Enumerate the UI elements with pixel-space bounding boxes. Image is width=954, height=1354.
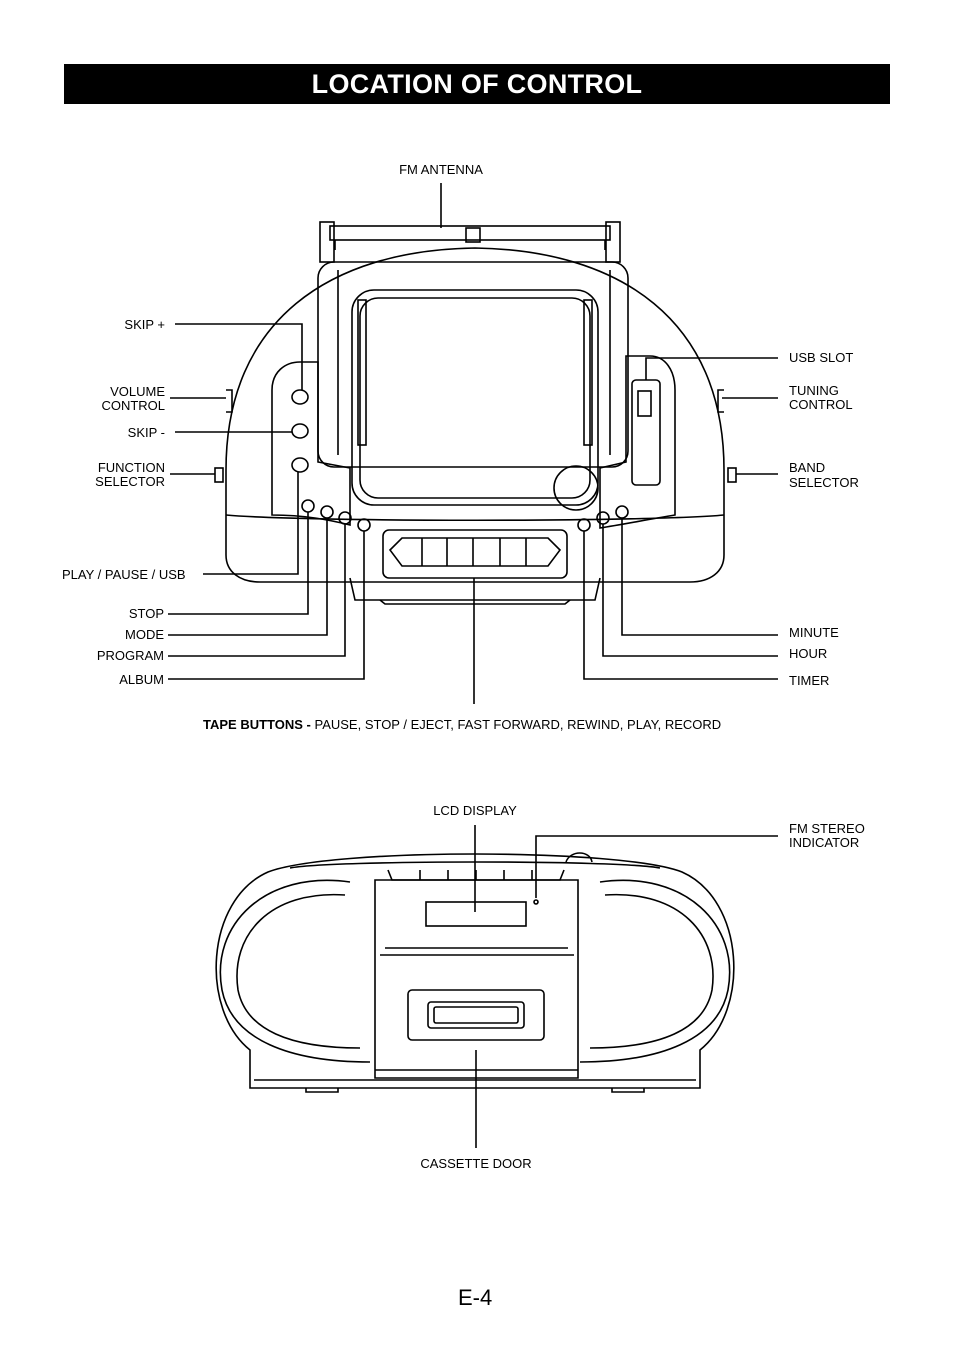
label-minute: MINUTE (789, 625, 839, 640)
label-band-selector-line1: BAND (789, 460, 826, 475)
cd-lid (317, 261, 629, 468)
label-cassette-door: CASSETTE DOOR (420, 1156, 532, 1171)
top-view-drawing (214, 221, 737, 605)
label-play-pause-usb: PLAY / PAUSE / USB (62, 567, 186, 582)
label-mode: MODE (125, 627, 164, 642)
page-number: E-4 (458, 1285, 493, 1310)
label-function-selector-line2: SELECTOR (95, 474, 165, 489)
label-hour: HOUR (789, 646, 828, 661)
cassette-door-shape (407, 989, 545, 1041)
tape-buttons-heading: TAPE BUTTONS - (203, 717, 311, 732)
label-tuning-control-line2: CONTROL (789, 397, 853, 412)
label-tuning-control-line1: TUNING (789, 383, 839, 398)
label-skip-minus: SKIP - (127, 425, 165, 440)
label-album: ALBUM (119, 672, 164, 687)
label-function-selector-line1: FUNCTION (97, 460, 165, 475)
label-program: PROGRAM (96, 648, 164, 663)
antenna-rod (329, 225, 611, 241)
page-title: LOCATION OF CONTROL (64, 64, 890, 104)
label-band-selector-line2: SELECTOR (789, 475, 859, 490)
label-usb-slot: USB SLOT (789, 350, 854, 365)
label-skip-plus: SKIP + (124, 317, 165, 332)
usb-slot-shape (631, 379, 661, 486)
body-outline (225, 247, 725, 583)
tape-buttons-list: PAUSE, STOP / EJECT, FAST FORWARD, REWIN… (314, 717, 722, 732)
top-view-leaders (168, 183, 778, 704)
label-stop: STOP (128, 606, 164, 621)
tape-button-bay (382, 529, 568, 579)
lcd-display-shape (425, 901, 527, 927)
cd-window (351, 289, 599, 506)
label-lcd-display: LCD DISPLAY (433, 803, 517, 818)
label-fm-stereo-line1: FM STEREO (789, 821, 865, 836)
tape-buttons-caption: TAPE BUTTONS - PAUSE, STOP / EJECT, FAST… (203, 718, 721, 732)
label-volume-control-line2: CONTROL (101, 398, 165, 413)
front-view-leaders (474, 825, 778, 1148)
label-fm-antenna: FM ANTENNA (399, 162, 483, 177)
label-timer: TIMER (789, 673, 830, 688)
label-fm-stereo-line2: INDICATOR (789, 835, 860, 850)
label-volume-control-line1: VOLUME (110, 384, 165, 399)
front-body-outline (215, 853, 735, 1089)
